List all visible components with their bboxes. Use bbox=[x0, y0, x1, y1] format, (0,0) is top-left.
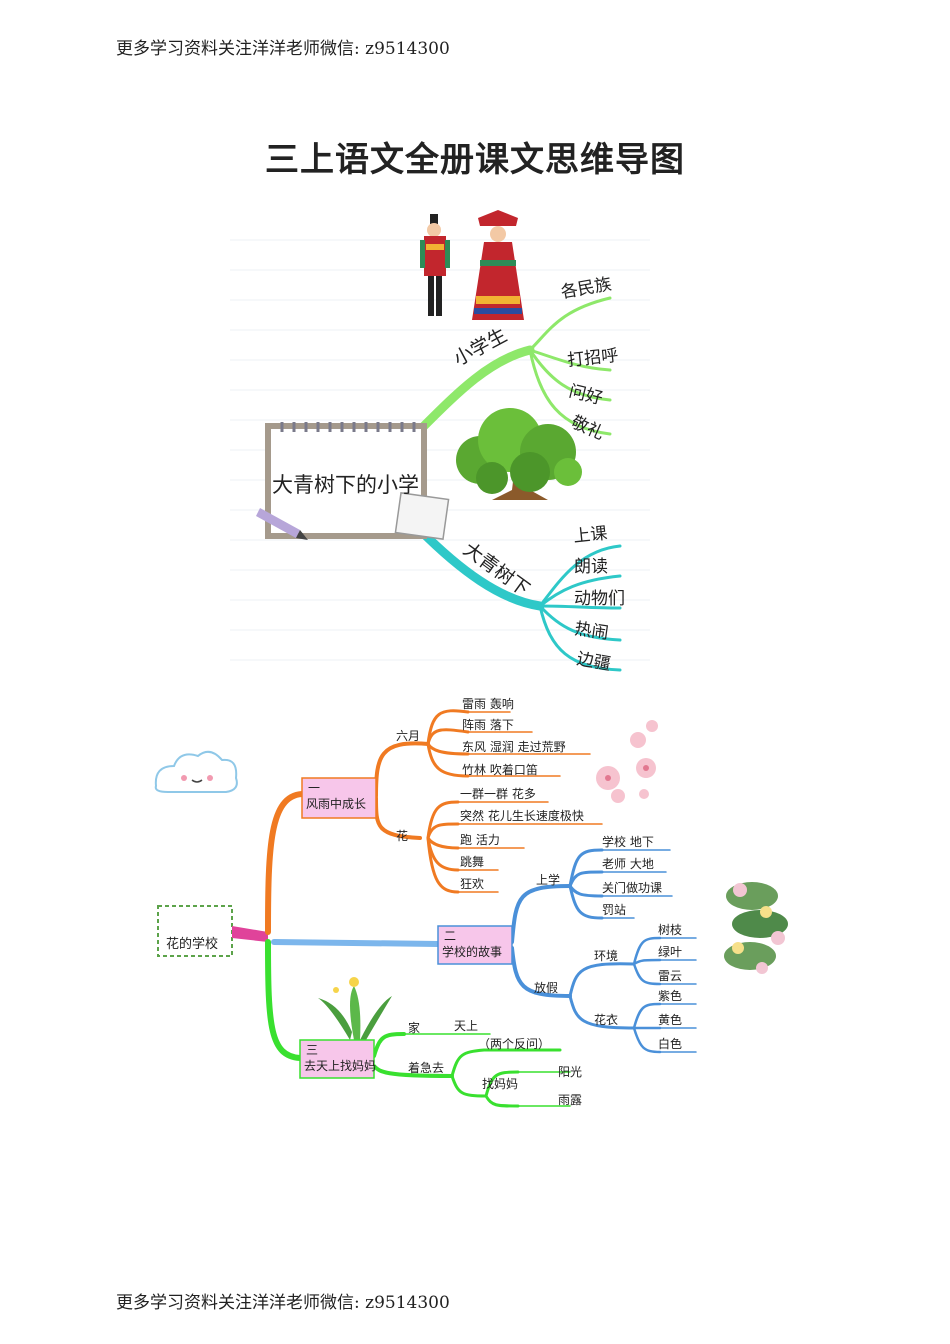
leaf-label: 黄色 bbox=[658, 1013, 682, 1027]
plant-illustration bbox=[318, 977, 392, 1040]
leaf-label: 敬礼 bbox=[568, 412, 607, 444]
section-label: 学校的故事 bbox=[442, 944, 502, 959]
sub-label: 找妈妈 bbox=[482, 1077, 518, 1091]
leaf-label: 罚站 bbox=[602, 903, 626, 917]
section-label: 风雨中成长 bbox=[306, 796, 366, 811]
leaf-label: 雷云 bbox=[658, 969, 682, 983]
leaf-label: 雨露 bbox=[558, 1093, 582, 1107]
leaf-label: 跳舞 bbox=[460, 855, 484, 869]
leaf-label: 东风 湿润 走过荒野 bbox=[462, 739, 566, 754]
mindmap-huadexuexiao: 花的学校 一 风雨中成长 六月 花 雷雨 轰响 阵雨 落下 东风 湿润 走过荒野… bbox=[140, 686, 808, 1116]
leaf-label: 打招呼 bbox=[566, 346, 619, 371]
center-notepad bbox=[256, 422, 450, 540]
leaf-label: 绿叶 bbox=[658, 944, 682, 959]
leaf-label: 动物们 bbox=[574, 589, 625, 609]
leaf-label: 朗读 bbox=[574, 557, 608, 577]
ethnic-children-illustration bbox=[420, 210, 524, 320]
lotus-illustration bbox=[724, 882, 788, 974]
sub-label: 着急去 bbox=[408, 1060, 444, 1075]
section-label: 去天上找妈妈 bbox=[304, 1059, 376, 1073]
leaf-label: 狂欢 bbox=[460, 876, 484, 891]
section2-branches bbox=[271, 848, 697, 1054]
footer-note: 更多学习资料关注洋洋老师微信: z9514300 bbox=[116, 1293, 450, 1313]
center-topic-box bbox=[157, 905, 268, 957]
leaf-label: 天上 bbox=[454, 1019, 478, 1033]
section3-branches bbox=[265, 939, 571, 1108]
section3-box bbox=[299, 1039, 375, 1079]
section2-box bbox=[437, 925, 513, 965]
leaf-label: 边疆 bbox=[575, 649, 612, 675]
leaf-label: 突然 花儿生长速度极快 bbox=[460, 808, 584, 823]
sub-label: 放假 bbox=[534, 980, 558, 995]
sub-label: 六月 bbox=[396, 729, 420, 743]
section-number: 三 bbox=[306, 1043, 318, 1057]
sub-label: 家 bbox=[408, 1020, 420, 1035]
mindmap-dazhuashu: 大青树下的小学 小学生 大青树下 各民族 打招呼 问好 敬礼 上课 朗读 动物们… bbox=[230, 210, 650, 675]
leaf-label: 阵雨 落下 bbox=[462, 718, 514, 732]
section1-box bbox=[301, 777, 377, 819]
leaf-label: 跑 活力 bbox=[460, 833, 500, 847]
header-note: 更多学习资料关注洋洋老师微信: z9514300 bbox=[116, 39, 450, 59]
leaf-label: 雷雨 轰响 bbox=[462, 696, 514, 711]
page-title: 三上语文全册课文思维导图 bbox=[265, 140, 685, 180]
sub-label: 花 bbox=[396, 828, 408, 843]
cloud-illustration bbox=[154, 750, 238, 793]
leaf-label: 紫色 bbox=[658, 989, 682, 1003]
lined-background bbox=[230, 239, 650, 661]
leaf-label: 关门做功课 bbox=[602, 880, 662, 895]
group-label: 环境 bbox=[594, 948, 618, 963]
branch-daqingshuxia bbox=[415, 525, 622, 672]
section-number: 一 bbox=[308, 781, 320, 795]
leaf-label: 学校 地下 bbox=[602, 834, 654, 849]
group-label: 花衣 bbox=[594, 1012, 618, 1027]
blossom-illustration bbox=[596, 720, 658, 803]
leaf-label: 老师 大地 bbox=[602, 857, 654, 871]
leaf-label: 热闹 bbox=[573, 619, 609, 644]
leaf-label: 一群一群 花多 bbox=[460, 786, 536, 801]
leaf-label: 上课 bbox=[572, 524, 608, 547]
note-label: （两个反问） bbox=[478, 1037, 550, 1051]
leaf-label: 竹林 吹着口笛 bbox=[462, 762, 538, 777]
tree-illustration bbox=[456, 408, 582, 500]
sub-label: 上学 bbox=[536, 872, 560, 887]
section-number: 二 bbox=[444, 929, 456, 943]
leaf-label: 问好 bbox=[567, 381, 605, 409]
center-topic: 大青树下的小学 bbox=[272, 473, 419, 497]
leaf-label: 树枝 bbox=[658, 922, 682, 937]
leaf-label: 白色 bbox=[658, 1036, 682, 1051]
branch-xiaoxuesheng bbox=[415, 296, 612, 436]
leaf-label: 阳光 bbox=[558, 1065, 582, 1079]
center-topic: 花的学校 bbox=[166, 936, 218, 952]
